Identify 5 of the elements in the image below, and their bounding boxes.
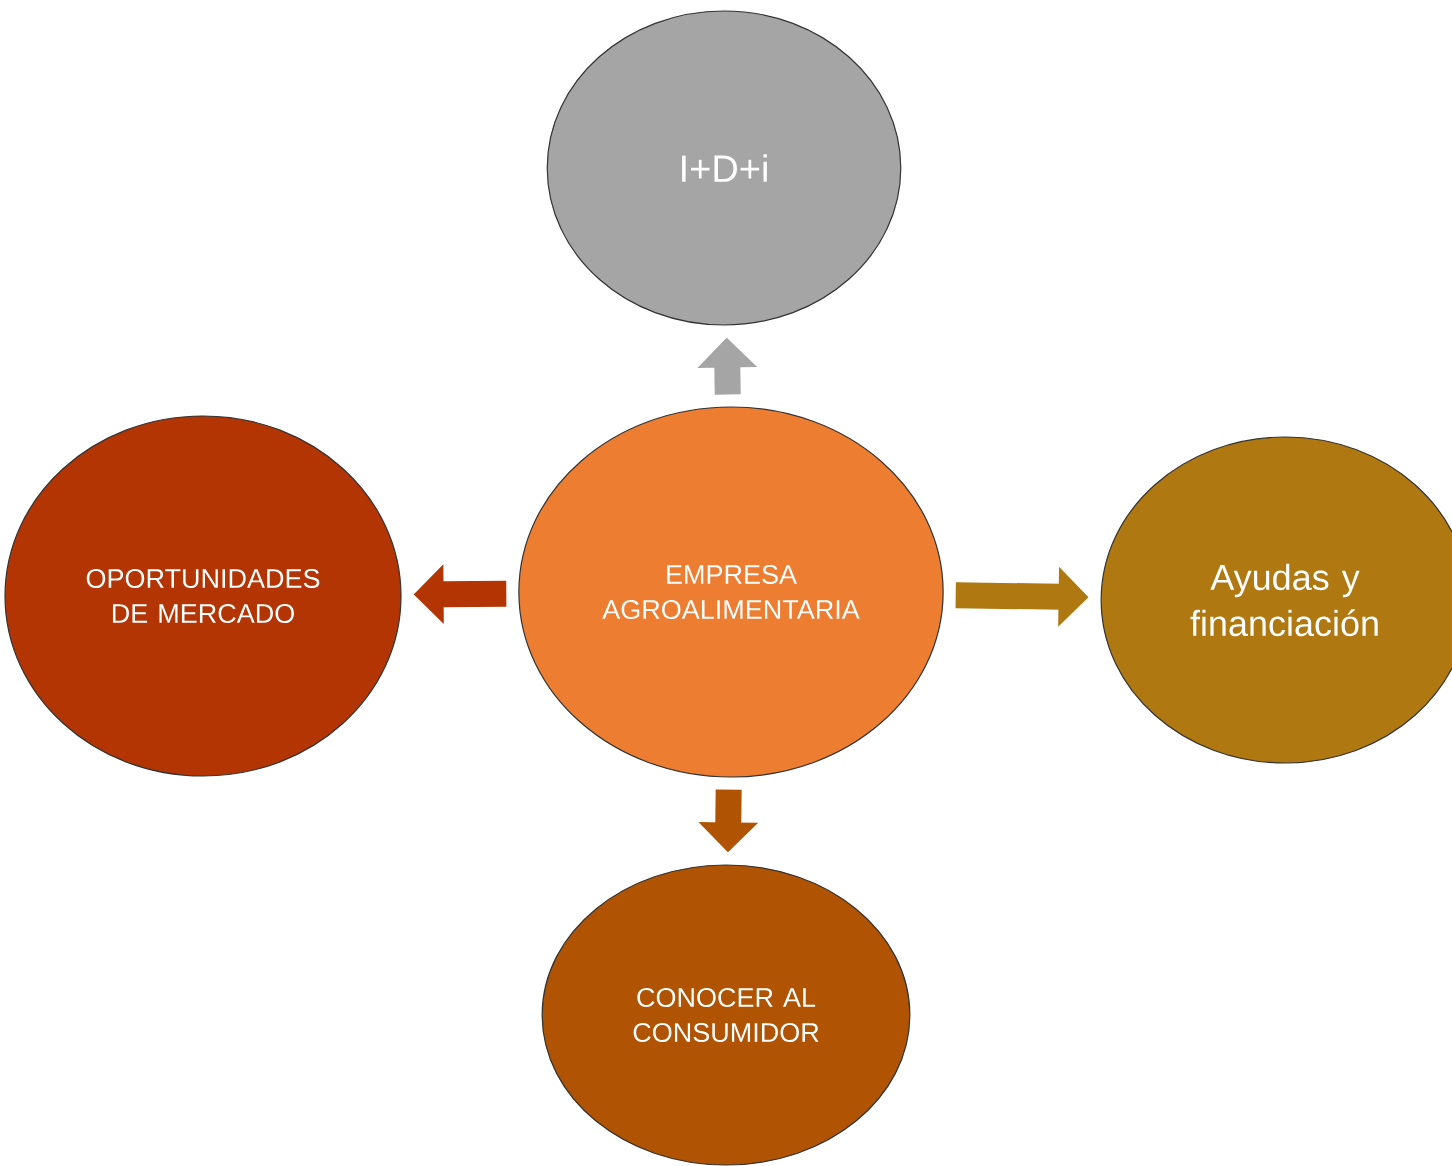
circle-node: OPORTUNIDADES DE MERCADO [4, 415, 402, 777]
circle-node: CONOCER AL CONSUMIDOR [541, 864, 911, 1166]
circle-node: I+D+i [546, 10, 902, 326]
circle-node: EMPRESA AGROALIMENTARIA [518, 406, 944, 778]
circle-node: Ayudas y financiación [1100, 436, 1452, 764]
